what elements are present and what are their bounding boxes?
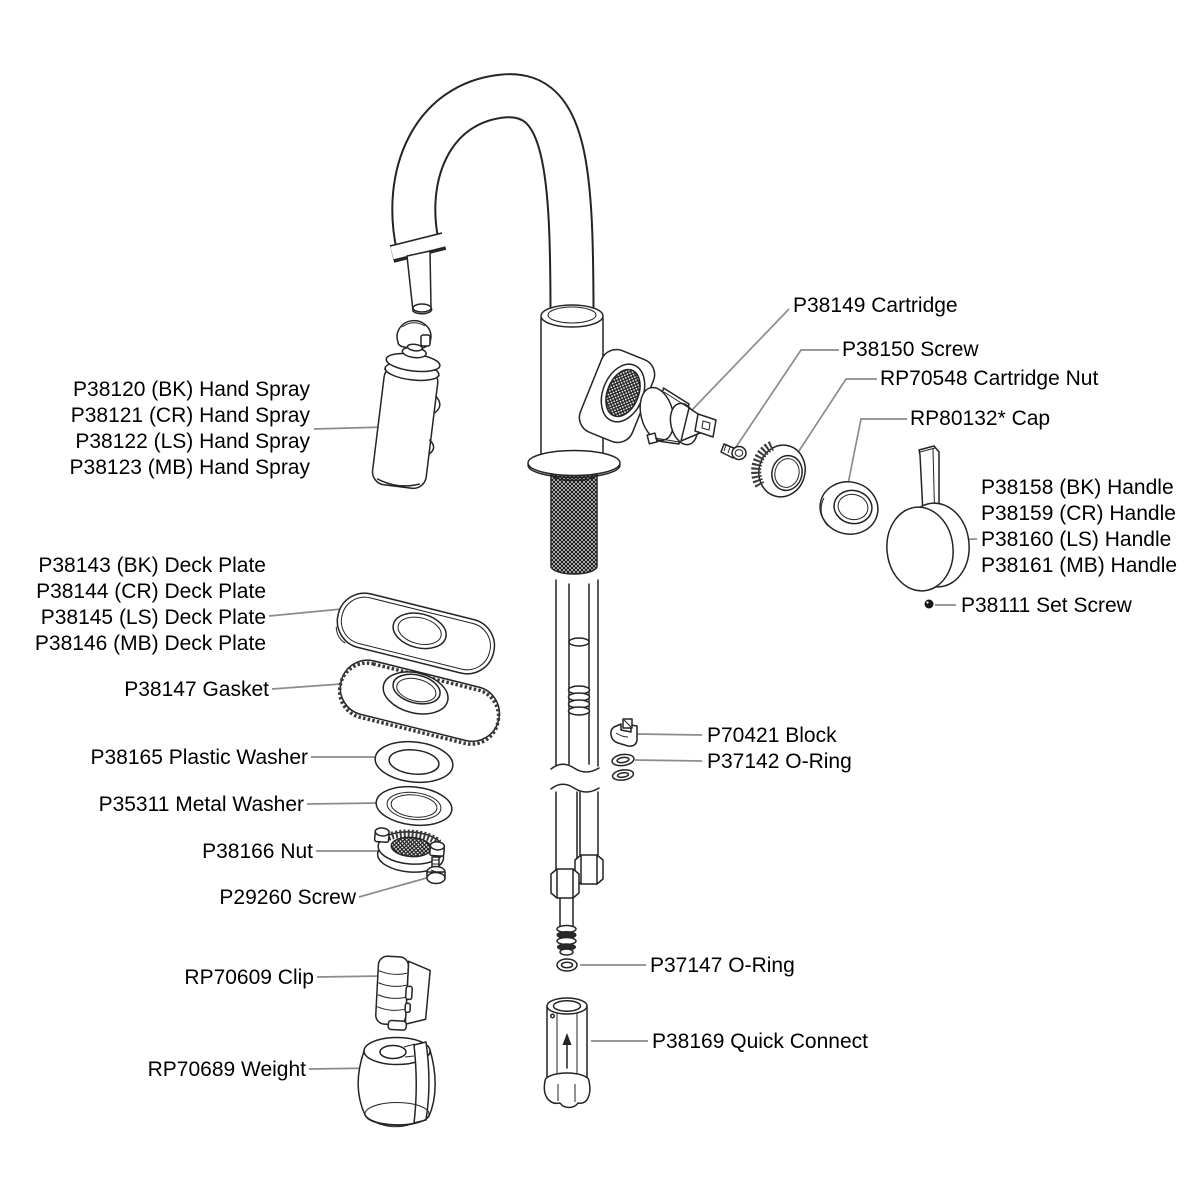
- o-rings-block: [611, 753, 635, 781]
- leader-metal-washer: [306, 802, 380, 805]
- part-label-line: P38146 (MB) Deck Plate: [34, 632, 266, 655]
- cartridge-stem: [694, 413, 717, 438]
- part-label-cartridge: P38149 Cartridge: [793, 294, 958, 317]
- hand-spray-body: [371, 343, 441, 490]
- part-label-cartridge-nut: RP70548 Cartridge Nut: [880, 367, 1099, 390]
- gasket: [337, 659, 501, 746]
- leader-gasket: [271, 683, 342, 690]
- part-label-hose-clip: RP70609 Clip: [184, 966, 314, 989]
- part-label-line: P38160 (LS) Handle: [981, 528, 1172, 551]
- quick-connect: [543, 997, 591, 1109]
- part-label-cartridge-screw: P38150 Screw: [842, 338, 979, 361]
- part-label-line: P38123 (MB) Hand Spray: [69, 456, 310, 479]
- part-label-deck-plate: P38143 (BK) Deck Plate P38144 (CR) Deck …: [35, 553, 266, 657]
- part-label-mounting-nut: P38166 Nut: [202, 840, 313, 863]
- part-label-o-ring-block: P37142 O-Ring: [707, 750, 852, 773]
- leader-hose-clip: [316, 975, 385, 978]
- hose-end-connector: [556, 924, 577, 956]
- leader-o-ring-block: [634, 759, 703, 762]
- hose-hex-nut-right: [574, 854, 604, 885]
- cartridge: [639, 386, 717, 446]
- part-label-mounting-screw: P29260 Screw: [219, 886, 356, 909]
- faucet-body: [540, 304, 656, 460]
- part-label-line: P38145 (LS) Deck Plate: [40, 606, 266, 629]
- leader-deck-plate: [268, 608, 343, 617]
- part-label-line: P38143 (BK) Deck Plate: [38, 554, 266, 577]
- deck-plate: [335, 592, 496, 675]
- part-label-line: P38144 (CR) Deck Plate: [36, 580, 266, 603]
- part-label-plastic-washer: P38165 Plastic Washer: [90, 746, 309, 769]
- part-label-hose-weight: RP70689 Weight: [147, 1058, 306, 1081]
- plastic-washer: [374, 740, 454, 784]
- block: [610, 718, 638, 747]
- metal-washer: [375, 785, 453, 827]
- cartridge-screw: [720, 443, 747, 461]
- leader-cartridge-nut: [796, 378, 877, 455]
- part-label-line: P38158 (BK) Handle: [981, 476, 1174, 499]
- leader-cartridge: [691, 308, 790, 411]
- cap: [819, 481, 879, 535]
- part-label-block: P70421 Block: [707, 724, 837, 747]
- leader-block: [636, 733, 703, 736]
- hose-hex-nut-left: [550, 868, 580, 899]
- leader-hand-spray: [313, 426, 387, 430]
- part-label-line: P38161 (MB) Handle: [981, 554, 1178, 577]
- hose-rib-band: [567, 685, 591, 716]
- threaded-shank: [550, 466, 598, 575]
- part-label-line: P38120 (BK) Hand Spray: [73, 378, 310, 401]
- leader-cap: [846, 418, 907, 490]
- up-arrow-marking: [562, 1033, 572, 1069]
- part-label-line: P38122 (LS) Hand Spray: [75, 430, 310, 453]
- leader-cartridge-screw: [735, 349, 839, 448]
- part-label-quick-connect: P38169 Quick Connect: [652, 1030, 868, 1053]
- part-label-cap: RP80132* Cap: [910, 407, 1051, 430]
- part-label-o-ring-hose: P37147 O-Ring: [650, 954, 795, 977]
- o-ring-hose: [556, 958, 578, 972]
- part-label-line: P38121 (CR) Hand Spray: [70, 404, 310, 427]
- supply-tubes: [550, 579, 604, 956]
- part-label-hand-spray: P38120 (BK) Hand Spray P38121 (CR) Hand …: [70, 377, 310, 481]
- hose-weight: [357, 1036, 436, 1128]
- mounting-screw: [426, 856, 446, 885]
- part-label-handle: P38158 (BK) Handle P38159 (CR) Handle P3…: [981, 475, 1177, 579]
- mounting-nut: [373, 827, 446, 873]
- spout-gooseneck: [389, 73, 595, 319]
- part-label-set-screw: P38111 Set Screw: [961, 594, 1132, 617]
- base-flange: [527, 449, 621, 479]
- part-label-metal-washer: P35311 Metal Washer: [98, 793, 304, 816]
- nut-boss-left: [373, 827, 390, 844]
- hose-clip: [375, 955, 431, 1031]
- spray-head-cap: [396, 319, 432, 350]
- cartridge-nut: [751, 441, 806, 498]
- nut-boss-right: [429, 841, 446, 857]
- part-label-line: P38159 (CR) Handle: [981, 502, 1176, 525]
- leader-mounting-screw: [358, 876, 431, 898]
- handle: [886, 445, 970, 592]
- part-label-gasket: P38147 Gasket: [124, 678, 269, 701]
- set-screw: [924, 599, 934, 609]
